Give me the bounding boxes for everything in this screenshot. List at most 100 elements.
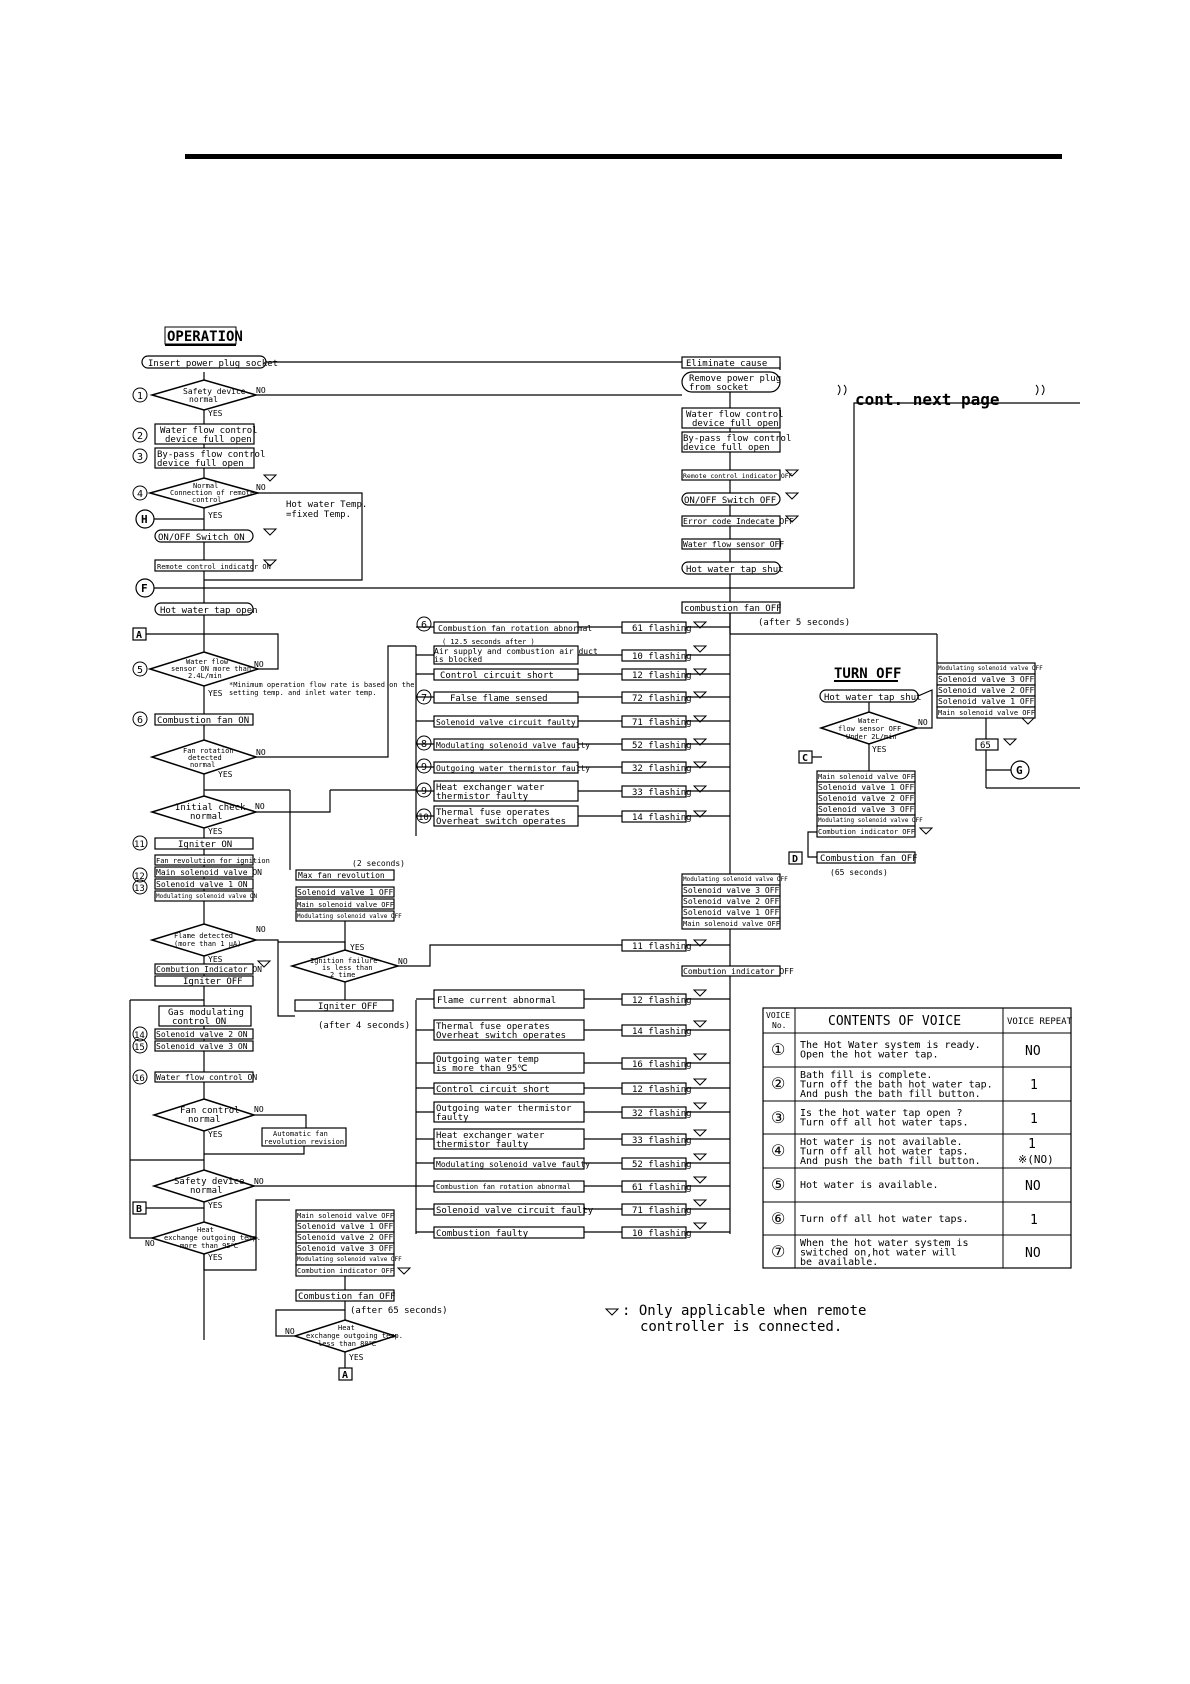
error-label-line: is blocked	[434, 655, 482, 664]
svg-text:YES: YES	[208, 511, 223, 520]
bypass-box	[154, 447, 255, 469]
svg-text:Water flow control: Water flow control	[686, 410, 784, 420]
svg-text:Solenoid valve 3 OFF: Solenoid valve 3 OFF	[938, 675, 1035, 684]
svg-text:NO: NO	[256, 748, 266, 757]
svg-text:Solenoid valve 3 ON: Solenoid valve 3 ON	[156, 1042, 248, 1051]
fan-control-decision	[151, 1098, 257, 1132]
svg-text:(after 5 seconds): (after 5 seconds)	[758, 618, 850, 628]
svg-text:Solenoid valve 1 ON: Solenoid valve 1 ON	[156, 880, 248, 889]
voice-content: The Hot Water system is ready.	[800, 1040, 981, 1051]
voice-content: Turn off all hot water taps.	[800, 1118, 969, 1129]
svg-text:Hot water Temp.: Hot water Temp.	[286, 500, 367, 510]
svg-text:Hot water tap open: Hot water tap open	[160, 606, 258, 616]
combustion-fan-on-box	[154, 713, 254, 726]
shutdown-list: Main solenoid valve OFF Solenoid valve 1…	[295, 1209, 402, 1277]
hot-tap-open-box	[154, 602, 254, 616]
svg-text:3: 3	[137, 452, 143, 463]
svg-text:H: H	[141, 513, 148, 526]
svg-text:Solenoid valve 1 OFF: Solenoid valve 1 OFF	[818, 783, 915, 792]
wf-control-on-box	[154, 1071, 254, 1083]
svg-text:61 flashing: 61 flashing	[632, 1183, 692, 1193]
voice-repeat: ※(NO)	[1018, 1153, 1054, 1166]
error-label-line: is more than 95℃	[436, 1064, 527, 1074]
svg-text:Solenoid valve 2 OFF: Solenoid valve 2 OFF	[938, 686, 1035, 695]
svg-text:15: 15	[134, 1043, 145, 1053]
voice-content: Hot water is not available.	[800, 1137, 963, 1148]
svg-text:YES: YES	[349, 1353, 364, 1362]
svg-text:Modulating solenoid valve faul: Modulating solenoid valve faulty	[436, 1160, 590, 1169]
svg-text:16 flashing: 16 flashing	[632, 1060, 692, 1070]
svg-text:VOICE: VOICE	[766, 1011, 790, 1020]
svg-text:C: C	[802, 753, 808, 764]
voice-no: ⑥	[771, 1209, 785, 1228]
svg-text:*Minimum operation flow rate i: *Minimum operation flow rate is based on…	[229, 681, 414, 689]
max-fan-rev-box	[295, 869, 395, 881]
svg-text:61 flashing: 61 flashing	[632, 624, 692, 634]
remove-plug-box	[681, 371, 781, 393]
svg-text:F: F	[141, 582, 148, 595]
voice-content: be available.	[800, 1257, 878, 1268]
svg-text:No.: No.	[772, 1021, 786, 1030]
svg-text:Water flow sensor OFF: Water flow sensor OFF	[683, 540, 784, 549]
svg-text:Modulating solenoid valve OFF: Modulating solenoid valve OFF	[683, 876, 788, 883]
svg-text:Under 2L/min: Under 2L/min	[846, 733, 897, 741]
remote-connection-decision	[147, 477, 261, 509]
svg-text:(after 65 seconds): (after 65 seconds)	[350, 1306, 448, 1316]
svg-text:NO: NO	[145, 1239, 155, 1248]
remote-only-markers-bottom	[692, 989, 708, 1230]
onoff-on-box	[154, 529, 254, 543]
svg-text:Hot water tap shut: Hot water tap shut	[686, 565, 784, 575]
remote-ind-on-box	[154, 559, 254, 572]
svg-text:Combution indicator OFF: Combution indicator OFF	[818, 828, 915, 836]
safety-device2-decision	[151, 1169, 257, 1203]
voice-no: ⑦	[771, 1242, 785, 1261]
svg-text:(after 4 seconds): (after 4 seconds)	[318, 1021, 410, 1031]
svg-text:NO: NO	[254, 1177, 264, 1186]
svg-text:Control circuit short: Control circuit short	[436, 1085, 550, 1095]
svg-text:71 flashing: 71 flashing	[632, 718, 692, 728]
svg-text:NO: NO	[256, 386, 266, 395]
footnote-line2: controller is connected.	[640, 1319, 842, 1335]
svg-text:Modulating solenoid valve OFF: Modulating solenoid valve OFF	[818, 817, 923, 824]
voice-no: ②	[771, 1074, 785, 1093]
footnote-line1: : Only applicable when remote	[622, 1303, 866, 1319]
voice-repeat: NO	[1025, 1246, 1041, 1261]
svg-text:Outgoing water thermistor faul: Outgoing water thermistor faulty	[436, 764, 590, 773]
voice-no: ①	[771, 1040, 785, 1059]
svg-text:7: 7	[421, 693, 427, 704]
svg-text:less than 80℃: less than 80℃	[318, 1340, 377, 1348]
svg-text:Combustion fan ON: Combustion fan ON	[157, 716, 249, 726]
svg-text:Main solenoid valve OFF: Main solenoid valve OFF	[818, 773, 915, 781]
svg-text:14 flashing: 14 flashing	[632, 813, 692, 823]
svg-text:Remove power plug: Remove power plug	[689, 374, 781, 384]
svg-text:Combustion fan OFF: Combustion fan OFF	[820, 854, 918, 864]
error-label-line: Thermal fuse operates	[436, 808, 550, 818]
svg-text:False flame sensed: False flame sensed	[450, 694, 548, 704]
svg-text:Max fan revolution: Max fan revolution	[298, 871, 385, 880]
svg-text:NO: NO	[285, 1327, 295, 1336]
svg-text:from socket: from socket	[689, 383, 749, 393]
svg-text:Solenoid valve 1 OFF: Solenoid valve 1 OFF	[683, 908, 780, 917]
svg-text:NO: NO	[256, 483, 266, 492]
remote-only-markers-top	[692, 621, 708, 818]
svg-text:more than 95℃: more than 95℃	[180, 1242, 239, 1250]
svg-text:10 flashing: 10 flashing	[632, 652, 692, 662]
voice-content: And push the bath fill button.	[800, 1156, 981, 1167]
svg-text:5: 5	[137, 665, 143, 676]
svg-text:normal: normal	[190, 812, 223, 822]
cont-next-page: cont. next page	[855, 390, 1000, 409]
error-codes-top: 61 flashing 10 flashing 12 flashing 72 f…	[621, 621, 692, 823]
error-label-line: Outgoing water thermistor	[436, 1104, 572, 1114]
svg-text:A: A	[342, 1370, 348, 1381]
svg-text:YES: YES	[208, 827, 223, 836]
igniter-off2-box	[294, 999, 394, 1012]
safety-device-decision	[149, 379, 259, 411]
svg-text:G: G	[1016, 764, 1023, 777]
svg-text:13: 13	[134, 884, 145, 894]
svg-text:Remote control indicator ON: Remote control indicator ON	[157, 563, 271, 571]
flame-detected-decision	[149, 923, 259, 957]
voice-repeat: 1	[1030, 1078, 1038, 1093]
svg-text:normal: normal	[188, 1115, 221, 1125]
